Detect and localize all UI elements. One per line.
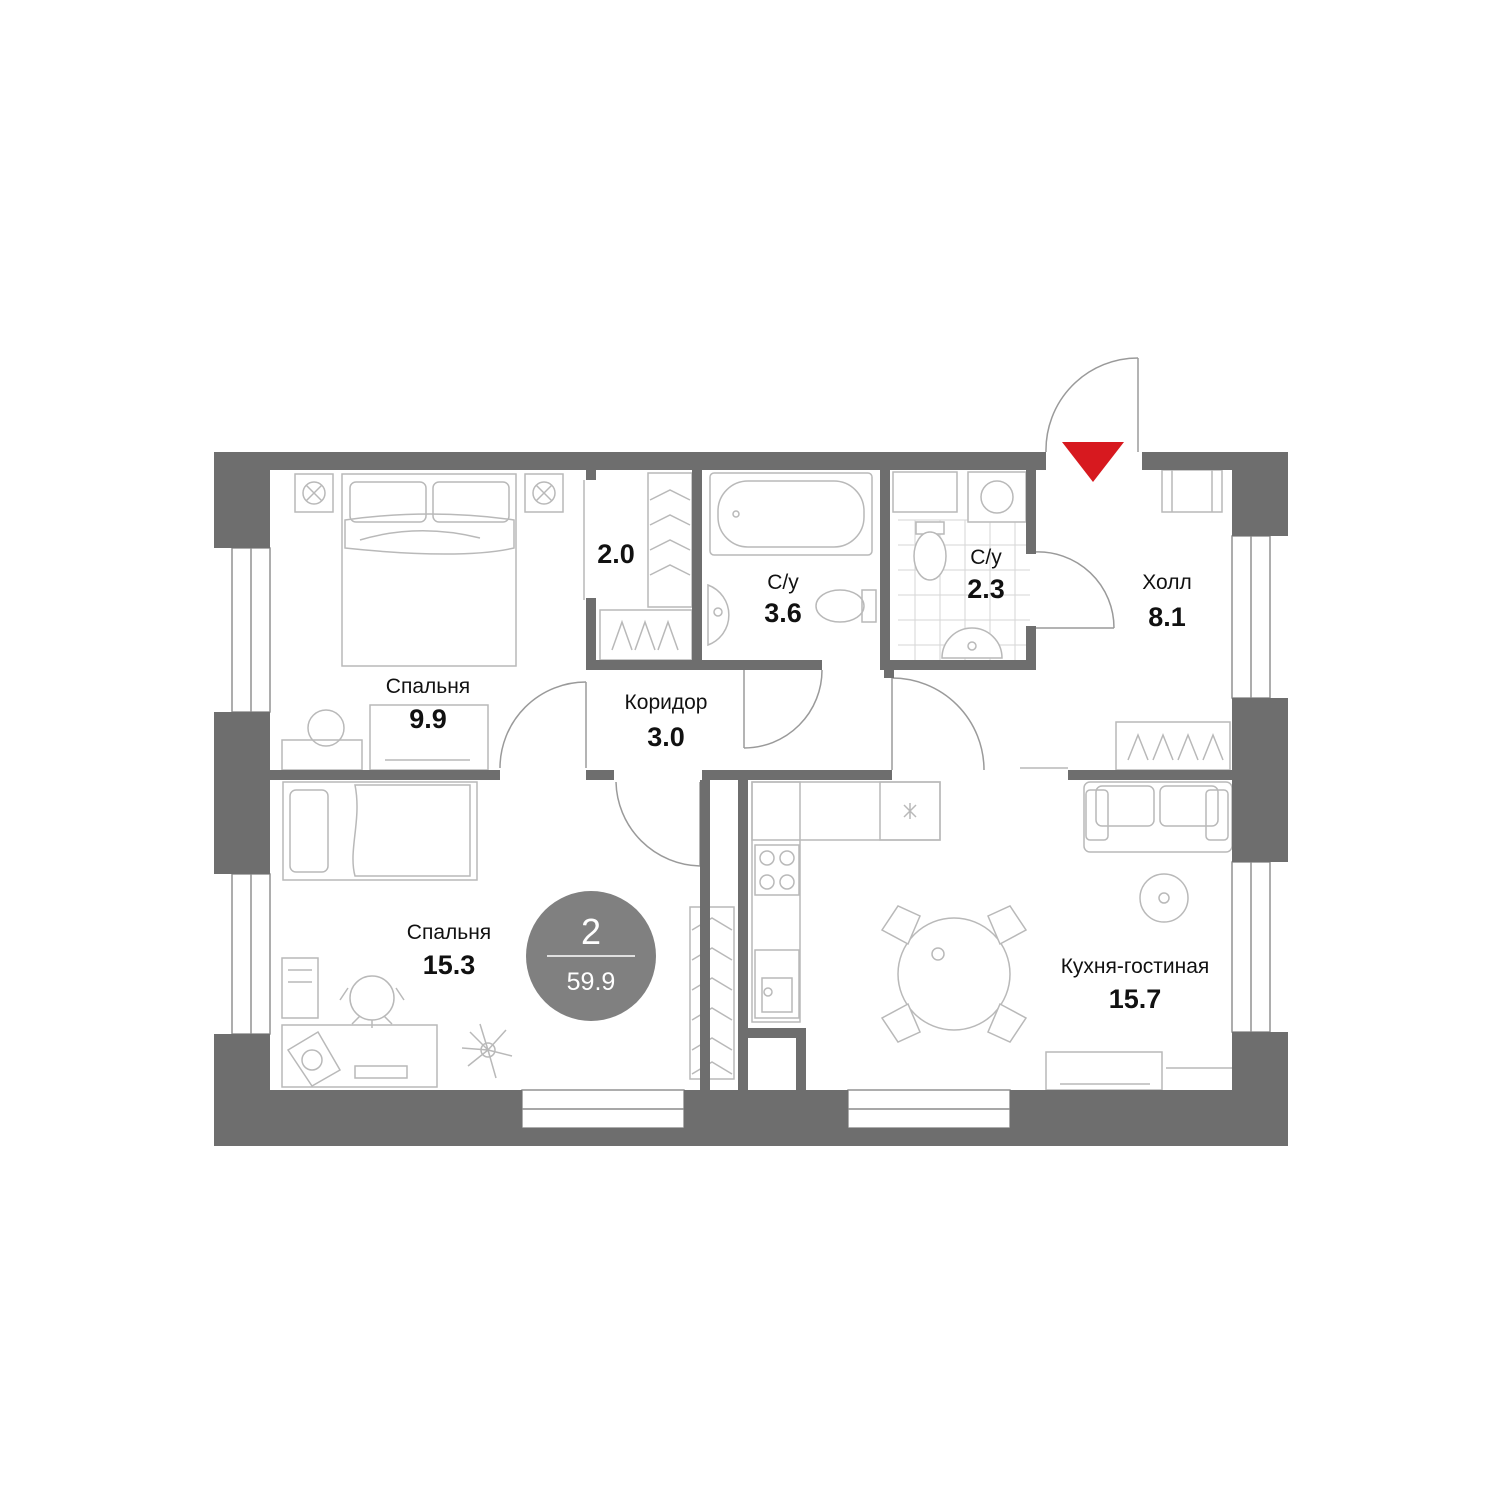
rooms-count: 2 [581,911,601,952]
bathroom-1-door-icon [743,669,823,749]
kitchen-sink-icon [754,949,800,1019]
nightstand-right-icon [524,473,564,513]
room-area-hall: 8.1 [1148,602,1186,632]
room-area-kitchen-living: 15.7 [1109,984,1162,1014]
tv-stand-icon [1045,1051,1232,1091]
window-bedroom-2-bottom [521,1089,685,1129]
entrance-arrow-icon [1062,442,1124,482]
bedroom-2-door-icon [615,781,701,867]
walls-layer [214,452,1288,1146]
single-bed-icon [282,781,478,881]
bedroom-1-door-icon [499,681,587,769]
nightstand-left-icon [294,473,334,513]
room-name-corridor: Коридор [625,691,708,714]
room-name-bathroom-2: С/у [970,546,1002,569]
hall-wardrobe-icon [1020,721,1231,771]
room-name-hall: Холл [1142,571,1192,594]
window-bedroom-1 [231,547,271,713]
office-chair-icon [339,975,405,1028]
kitchen-counter-icon [751,781,941,1023]
room-name-bathroom-1: С/у [767,571,799,594]
desk-bedroom-2-icon [281,957,438,1088]
kitchen-door-icon [891,677,985,771]
room-area-corridor: 3.0 [647,722,685,752]
doors-layer [499,357,1139,867]
washing-machine-icon [967,471,1027,523]
room-area-bathroom-1: 3.6 [764,598,802,628]
sink-bathroom-2-icon [941,627,1003,659]
toilet-bathroom-2-icon [913,521,947,581]
hall-bathroom-door-icon [1033,551,1115,629]
room-name-kitchen-living: Кухня-гостиная [1061,955,1210,978]
sofa-icon [1083,781,1233,853]
dining-table-icon [880,905,1028,1043]
room-area-bathroom-2: 2.3 [967,574,1005,604]
apartment-summary-badge: 2 59.9 [526,891,656,1021]
double-bed-icon [341,473,517,667]
window-kitchen-bottom [847,1089,1011,1129]
window-bedroom-2 [231,873,271,1035]
stove-icon [754,844,800,896]
room-labels: Спальня 9.9 2.0 С/у 3.6 С/у 2.3 Холл 8.1… [386,539,1209,1014]
hall-cabinet-icon [1161,469,1223,513]
room-name-bedroom-2: Спальня [407,921,491,944]
room-area-bedroom-1: 9.9 [409,704,447,734]
total-area: 59.9 [567,968,616,996]
room-area-closet: 2.0 [597,539,635,569]
tile-grid [898,519,1030,660]
room-area-bedroom-2: 15.3 [423,950,476,980]
entrance-door-icon [1045,357,1139,453]
windows-layer [231,535,1271,1129]
bathtub-icon [709,472,873,556]
side-table-icon [1139,873,1189,923]
sink-bathroom-1-icon [707,583,730,647]
window-kitchen-side [1231,861,1271,1033]
desk-chair-bedroom-1-icon [281,704,489,771]
shelf-bathroom-2-icon [892,471,958,513]
window-hall [1231,535,1271,699]
wardrobe-bedroom-2-icon [689,906,735,1080]
toilet-bathroom-1-icon [815,589,877,623]
plant-icon [461,1023,513,1079]
room-name-bedroom-1: Спальня [386,675,470,698]
